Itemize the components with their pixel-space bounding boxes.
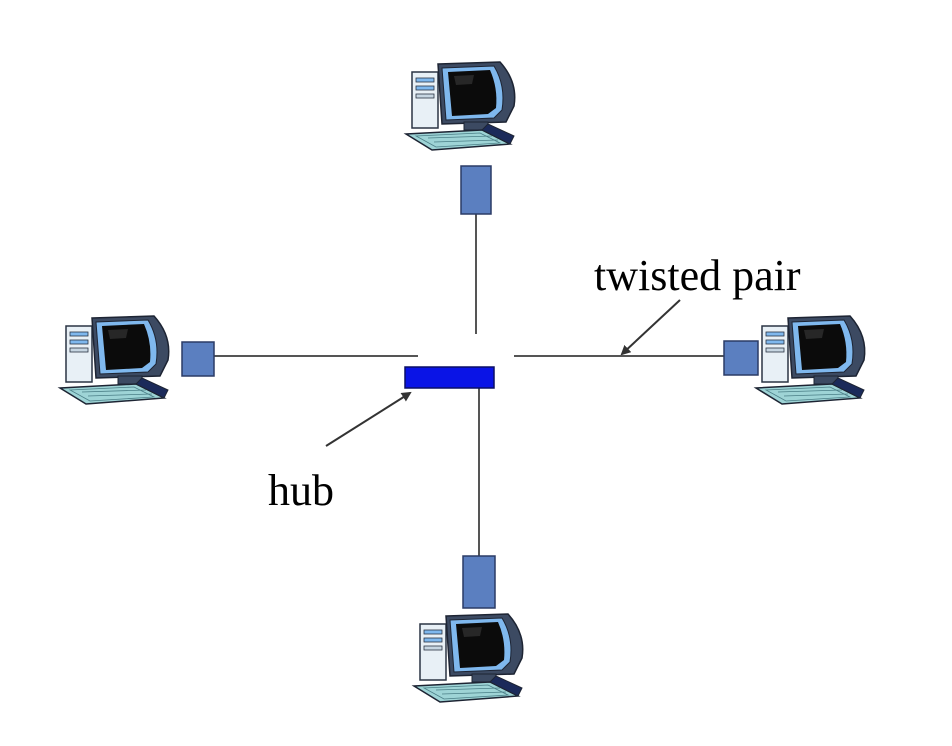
adapter-top <box>460 165 492 215</box>
computer-top-icon <box>405 61 516 151</box>
computer-right-icon <box>755 315 866 405</box>
adapter-left <box>181 341 215 377</box>
hub-arrow <box>325 391 412 447</box>
hub-label: hub <box>268 466 334 515</box>
twisted-pair-arrow <box>620 299 681 356</box>
adapter-bottom <box>462 555 496 609</box>
hub <box>404 366 495 389</box>
adapter-right <box>723 340 759 376</box>
computer-bottom-icon <box>413 613 524 703</box>
computer-left-icon <box>59 315 170 405</box>
twisted-pair-label: twisted pair <box>594 251 801 300</box>
